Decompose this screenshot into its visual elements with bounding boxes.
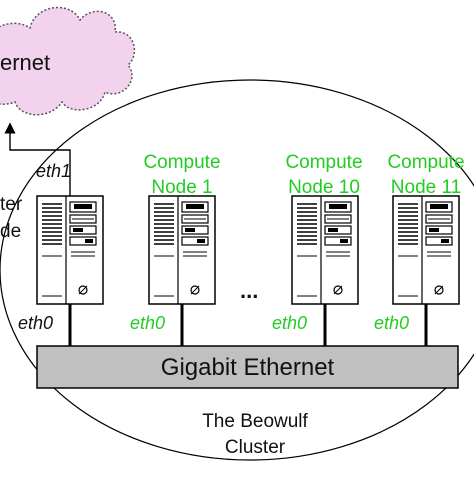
cloud-label: ernet (0, 50, 51, 75)
server-node11-icon (392, 195, 460, 305)
eth1-label: eth1 (36, 161, 72, 181)
gigabit-switch (36, 345, 459, 389)
node1-label-line2: Node 1 (151, 177, 213, 198)
node10-label-line2: Node 10 (288, 177, 360, 198)
server-node1-icon (148, 195, 216, 305)
node1-eth0-label: eth0 (130, 313, 166, 333)
cluster-label-line2: Cluster (224, 437, 286, 458)
node11-eth0-label: eth0 (374, 313, 410, 333)
frontend-label-line2: de (0, 221, 22, 242)
node11-label-line1: Compute (387, 152, 465, 173)
frontend-eth0-label: eth0 (18, 313, 54, 333)
node10-label-line1: Compute (285, 152, 363, 173)
node1-label-line1: Compute (143, 152, 221, 173)
frontend-label-line1: ter (0, 194, 23, 215)
cluster-boundary (0, 79, 474, 461)
eth1-link (4, 122, 71, 196)
cluster-label-line1: The Beowulf (202, 411, 308, 432)
ellipsis-label: ... (240, 278, 259, 303)
server-frontend-icon (36, 195, 104, 305)
node11-label-line2: Node 11 (390, 177, 462, 198)
node10-eth0-label: eth0 (272, 313, 308, 333)
server-node10-icon (291, 195, 359, 305)
switch-label: Gigabit Ethernet (160, 354, 335, 381)
